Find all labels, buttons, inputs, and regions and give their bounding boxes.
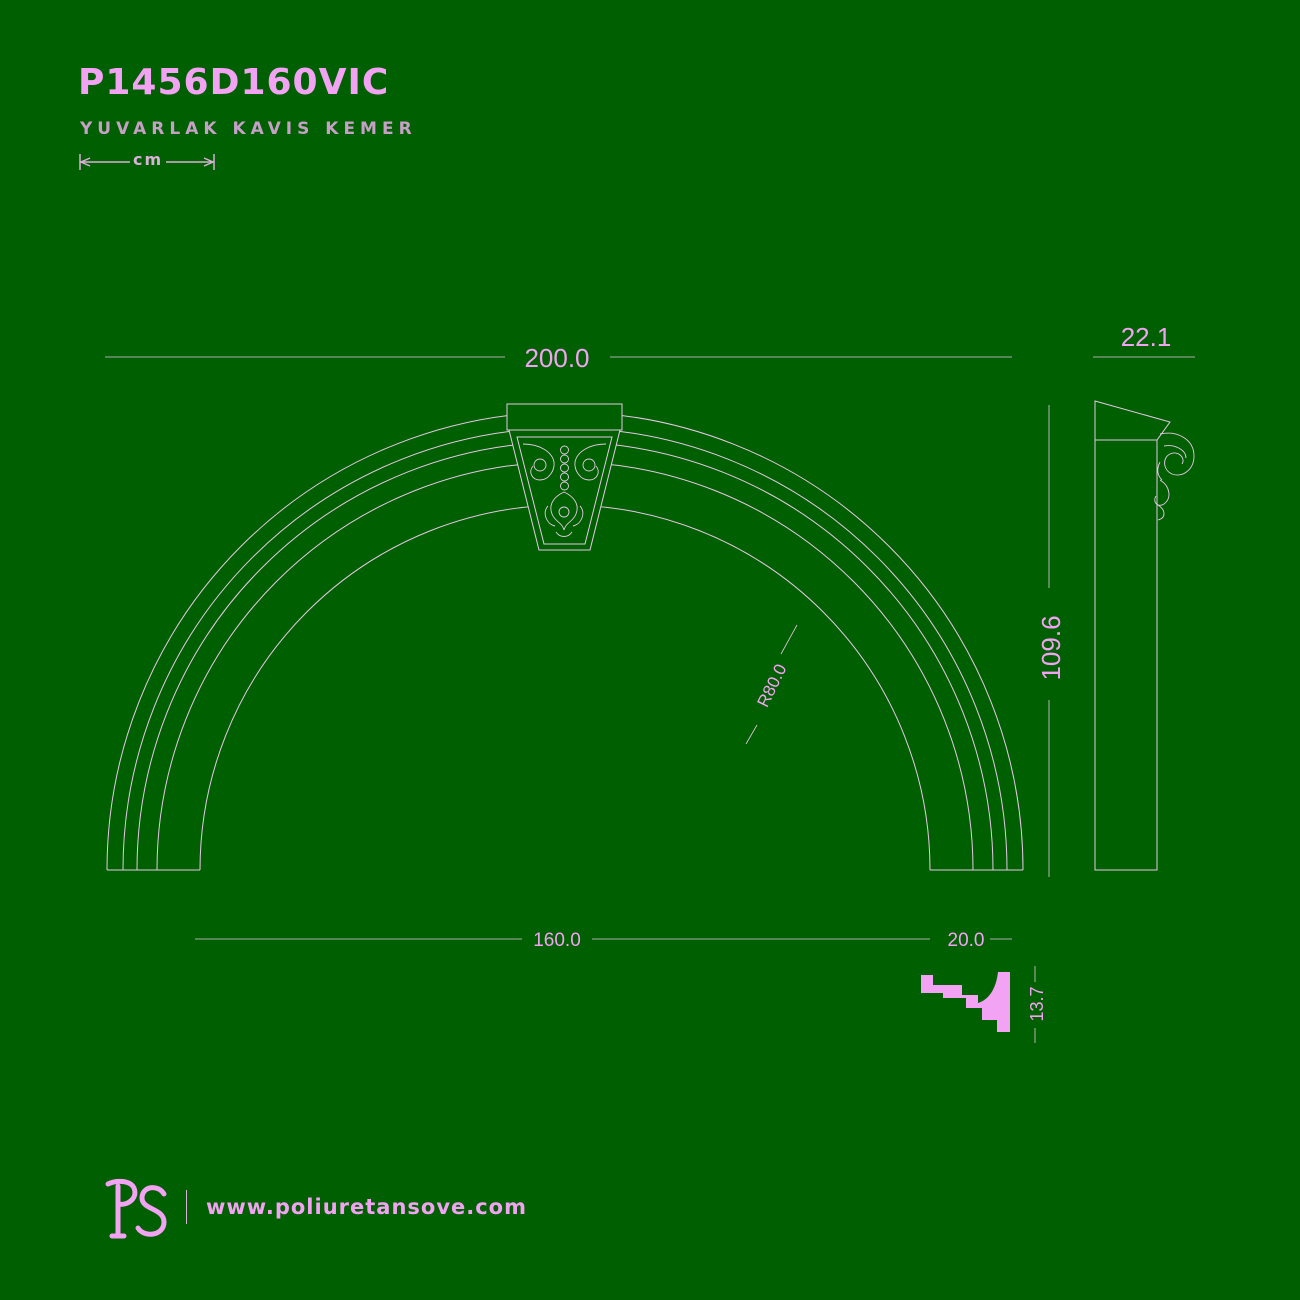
- product-name: YUVARLAK KAVIS KEMER: [80, 119, 417, 139]
- side-view-scroll-ornament: [1154, 432, 1195, 521]
- dim-profile-height: 13.7: [1027, 986, 1047, 1021]
- dim-line-radius-b: [745, 724, 758, 745]
- product-code: P1456D160VIC: [78, 62, 390, 103]
- unit-label: cm: [130, 150, 167, 169]
- dim-line-radius-a: [780, 624, 798, 655]
- dim-side-depth: 22.1: [1121, 322, 1172, 352]
- cross-section-profile: [921, 972, 1010, 1032]
- ps-logo: [105, 1178, 167, 1239]
- dim-profile-width: 20.0: [948, 930, 985, 951]
- dim-inner-span: 160.0: [533, 930, 581, 951]
- arch-inner-edge: [199, 504, 931, 871]
- side-view: [1094, 400, 1171, 871]
- dim-overall-height: 109.6: [1036, 615, 1066, 680]
- website-link[interactable]: www.poliuretansove.com: [206, 1195, 527, 1219]
- footer-separator: [186, 1190, 187, 1224]
- keystone-ornament: [522, 443, 607, 537]
- dim-overall-width: 200.0: [524, 343, 589, 373]
- dim-radius: R80.0: [754, 661, 791, 710]
